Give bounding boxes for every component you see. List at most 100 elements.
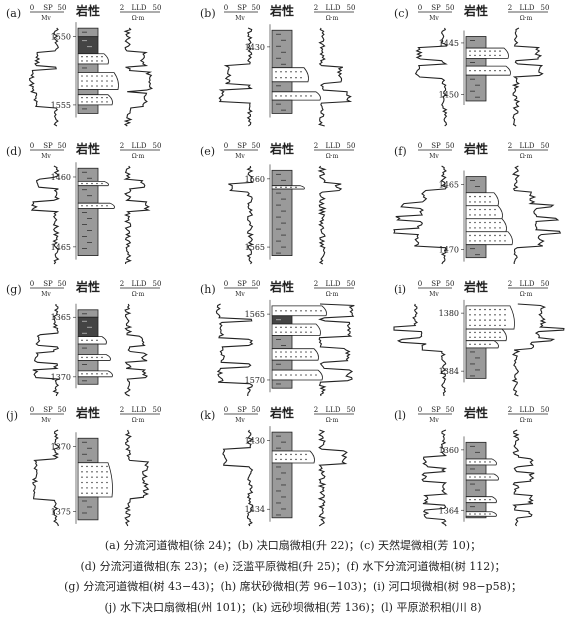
sand-dot	[494, 208, 496, 211]
sand-dot	[504, 308, 506, 311]
sand-dot	[290, 356, 292, 358]
sand-dot	[106, 101, 108, 103]
lld-curve	[512, 165, 562, 264]
sand-dot	[295, 186, 297, 189]
sand-dot	[469, 195, 471, 198]
sand-dot	[101, 101, 103, 103]
shale-layer	[465, 58, 487, 67]
depth-label: 1570	[245, 376, 265, 385]
sand-dot	[295, 76, 297, 79]
lld-unit: Ω·m	[132, 417, 145, 424]
sp-scale-max: 50	[446, 4, 455, 12]
panel-label: (j)	[6, 409, 18, 422]
sp-unit: Mv	[41, 291, 51, 298]
sand-dot	[280, 326, 282, 329]
sand-dot	[106, 373, 108, 375]
shale-layer	[271, 335, 293, 350]
sand-dot	[310, 326, 312, 329]
sand-dot	[101, 465, 103, 468]
lld-scale-label: LLD	[132, 406, 147, 414]
sand-dot	[91, 56, 93, 58]
sp-scale-label: SP	[237, 4, 247, 12]
sand-dot	[484, 461, 486, 463]
panel-label: (e)	[200, 145, 215, 158]
sand-dot	[469, 314, 471, 316]
sand-dot	[489, 498, 491, 501]
sand-dot	[275, 458, 277, 461]
sand-dot	[479, 308, 481, 311]
shale-layer	[271, 99, 293, 114]
sand-dot	[494, 214, 496, 216]
sand-dot	[300, 71, 302, 73]
sand-dot	[499, 234, 501, 237]
sand-dot	[81, 182, 83, 185]
sand-dot	[290, 458, 292, 461]
sand-dot	[474, 221, 476, 224]
sand-dot	[469, 319, 471, 321]
sand-dot	[290, 351, 292, 353]
depth-label: 1365	[51, 313, 71, 322]
sand-dot	[106, 487, 108, 489]
sand-dot	[86, 465, 88, 468]
shale-layer	[271, 81, 293, 93]
depth-label: 1565	[245, 310, 265, 319]
sand-dot	[86, 56, 88, 58]
shale-layer	[465, 36, 487, 49]
sand-dot	[86, 481, 88, 484]
sand-dot	[295, 453, 297, 456]
sand-dot	[101, 182, 103, 185]
sp-scale-max: 50	[446, 280, 455, 288]
shale-layer	[77, 167, 99, 182]
sand-dot	[479, 234, 481, 237]
sand-dot	[474, 227, 476, 229]
sandstone-layer	[465, 231, 513, 246]
depth-label: 1465	[51, 243, 71, 252]
lld-unit: Ω·m	[520, 417, 533, 424]
sand-dot	[499, 69, 501, 72]
sand-dot	[504, 319, 506, 321]
sand-dot	[489, 314, 491, 316]
sp-curve	[393, 303, 447, 397]
sand-dot	[474, 336, 476, 339]
sp-scale-min: 0	[224, 4, 228, 12]
sp-scale-max: 50	[58, 142, 67, 150]
shale-layer	[77, 89, 99, 96]
sand-dot	[469, 50, 471, 52]
lld-unit: Ω·m	[132, 153, 145, 160]
lld-scale-label: LLD	[132, 4, 147, 12]
sp-unit: Mv	[429, 15, 439, 22]
lithology-header: 岩性	[269, 279, 294, 294]
sand-dot	[469, 331, 471, 334]
sand-dot	[305, 95, 307, 97]
sand-dot	[479, 201, 481, 203]
sand-dot	[285, 356, 287, 358]
lld-scale-max: 50	[347, 142, 356, 150]
sp-scale-min: 0	[418, 406, 422, 414]
sand-dot	[106, 471, 108, 473]
sand-dot	[101, 96, 103, 99]
lld-curve	[512, 429, 535, 527]
sand-dot	[479, 498, 481, 501]
sand-dot	[484, 240, 486, 242]
depth-label: 1555	[51, 101, 71, 110]
sandstone-layer	[77, 370, 113, 378]
shale-layer	[77, 104, 99, 114]
sandstone-layer	[465, 205, 503, 220]
sand-dot	[489, 343, 491, 346]
sand-dot	[101, 356, 103, 359]
lithology-header: 岩性	[75, 279, 100, 294]
depth-label: 1550	[51, 33, 71, 42]
sp-scale-min: 0	[224, 142, 228, 150]
sand-dot	[111, 75, 113, 77]
sand-dot	[504, 69, 506, 72]
lithology-header: 岩性	[269, 141, 294, 156]
sand-dot	[96, 492, 98, 494]
depth-label: 1434	[245, 505, 265, 514]
sand-dot	[285, 458, 287, 461]
lld-scale-min: 2	[314, 406, 318, 414]
sand-dot	[479, 476, 481, 478]
lld-curve	[511, 27, 544, 127]
